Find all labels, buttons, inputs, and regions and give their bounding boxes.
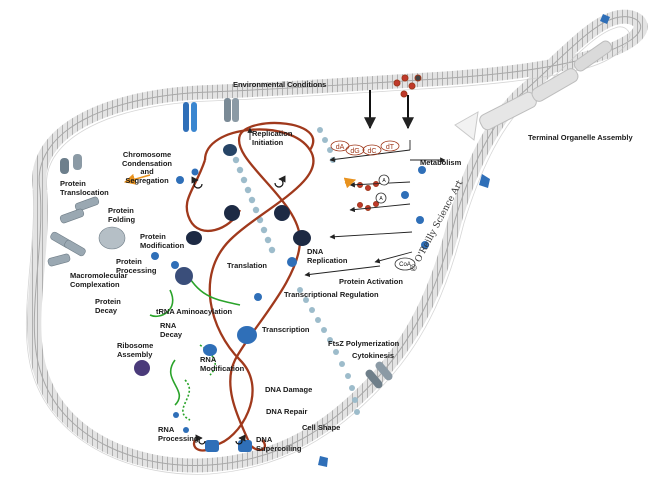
ribosomes [134,144,311,376]
label-replication-initiation: Replication Initiation [252,129,293,147]
chaperonins [47,196,126,267]
label-trna-aminoacylation: tRNA Aminoacylation [156,307,233,316]
label-transcription: Transcription [262,325,310,334]
label-cytokinesis: Cytokinesis [352,351,395,360]
label-environmental-conditions: Environmental Conditions [233,80,327,89]
label-protein-processing: Protein Processing [116,257,157,275]
cofactor-adp: A [379,196,383,202]
label-protein-modification: Protein Modification [140,232,185,250]
label-translation: Translation [227,261,268,270]
label-dna-repair: DNA Repair [266,407,308,416]
label-protein-folding: Protein Folding [108,206,136,224]
label-protein-translocation: Protein Translocation [60,179,109,197]
label-ribosome-assembly: Ribosome Assembly [117,341,154,359]
label-rna-processing: RNA Processing [158,425,199,443]
label-protein-decay: Protein Decay [95,297,121,315]
label-dna-supercoiling: DNA Supercoiling [256,435,302,453]
label-metabolism: Metabolism [420,158,462,167]
label-terminal-organelle-assembly: Terminal Organelle Assembly [528,133,633,142]
label-rna-decay: RNA Decay [160,321,183,339]
cofactor-coa: CoA [399,262,411,268]
label-rna-modification: RNA Modification [200,355,245,373]
nucleotide-dA: dA [336,144,345,151]
label-cell-shape: Cell Shape [302,423,341,432]
membrane-proteins [60,14,610,467]
label-macromolecular-complexation: Macromolecular Complexation [70,271,128,289]
metabolites [357,74,422,211]
terminal-organelle-bundle [454,40,613,141]
chromosome [185,121,315,452]
environment-arrows [364,90,414,130]
orange-arrows [123,173,357,189]
nucleotides: dA dG dC dT [330,140,400,156]
cofactor-atp: A [382,178,386,184]
label-ftsz-polymerization: FtsZ Polymerization [328,339,400,348]
label-transcriptional-regulation: Transcriptional Regulation [284,290,379,299]
nucleotide-dC: dC [368,148,377,155]
cofactors: A A CoA [375,174,416,271]
nucleotide-dG: dG [350,148,359,155]
label-protein-activation: Protein Activation [339,277,403,286]
cycle-arrows [191,175,286,445]
label-chromosome-condensation: Chromosome Condensation and Segregation [122,150,172,185]
blue-proteins [151,166,429,452]
nucleotide-dT: dT [386,144,395,151]
label-dna-damage: DNA Damage [265,385,313,394]
label-dna-replication: DNA Replication [307,247,348,265]
